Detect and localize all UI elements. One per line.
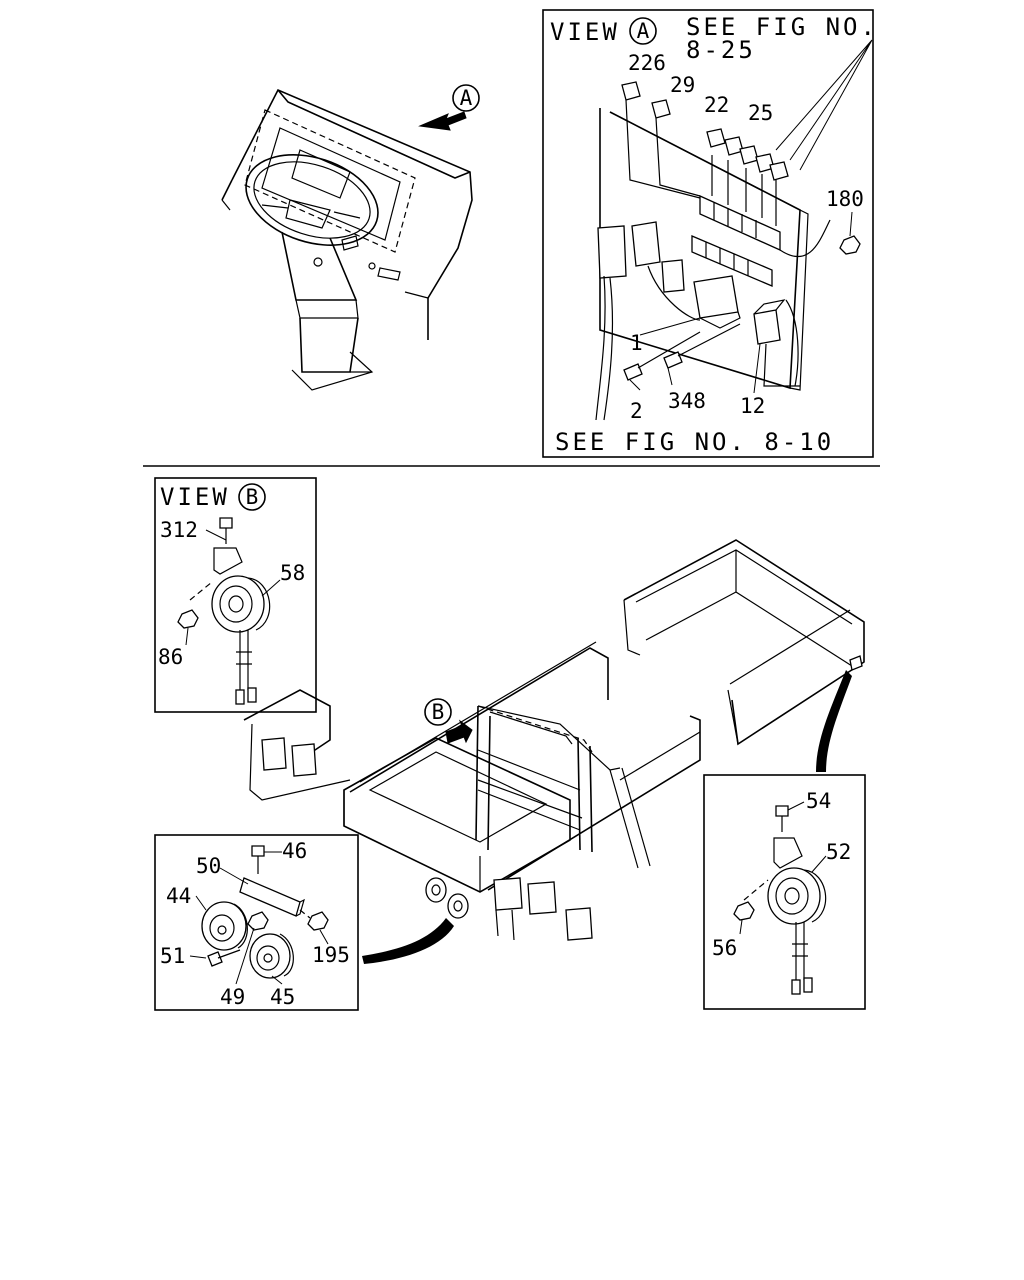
view-a-see-fig-bottom: SEE FIG NO. 8-10 (555, 428, 834, 456)
part-label-49: 49 (220, 985, 245, 1009)
rear-horn-detail-panel: 54 52 56 (703, 774, 866, 1010)
part-label-29: 29 (670, 73, 695, 97)
steering-dashboard-illustration: A (221, 84, 480, 391)
view-a-title: VIEW (550, 18, 620, 46)
part-label-56: 56 (712, 936, 737, 960)
part-label-195: 195 (312, 943, 350, 967)
part-label-54: 54 (806, 789, 831, 813)
part-label-180: 180 (826, 187, 864, 211)
part-label-44: 44 (166, 884, 191, 908)
part-label-58: 58 (280, 561, 305, 585)
part-label-1: 1 (630, 331, 643, 355)
view-b-marker: B (432, 700, 445, 724)
view-a-see-fig-top-number: 8-25 (686, 36, 756, 64)
part-label-22: 22 (704, 93, 729, 117)
view-a-title-marker: A (637, 19, 650, 43)
part-label-12: 12 (740, 394, 765, 418)
chassis-illustration: B (243, 539, 865, 964)
part-label-46: 46 (282, 839, 307, 863)
part-label-86: 86 (158, 645, 183, 669)
view-a-marker: A (460, 86, 473, 110)
part-label-2: 2 (630, 399, 643, 423)
view-a-panel: VIEW A SEE FIG NO. 8-25 SEE FIG NO. 8-10 (542, 9, 878, 458)
part-label-52: 52 (826, 840, 851, 864)
part-label-51: 51 (160, 944, 185, 968)
part-label-348: 348 (668, 389, 706, 413)
view-b-title: VIEW (160, 483, 230, 511)
horn-detail-panel: 46 50 44 51 49 45 195 (154, 834, 359, 1011)
part-label-312: 312 (160, 518, 198, 542)
view-b-title-marker: B (246, 485, 259, 509)
part-label-50: 50 (196, 854, 221, 878)
part-label-45: 45 (270, 985, 295, 1009)
part-label-226: 226 (628, 51, 666, 75)
view-a-see-fig-top: SEE FIG NO. (686, 13, 878, 41)
part-label-25: 25 (748, 101, 773, 125)
view-b-panel: VIEW B 312 58 86 (154, 477, 317, 713)
